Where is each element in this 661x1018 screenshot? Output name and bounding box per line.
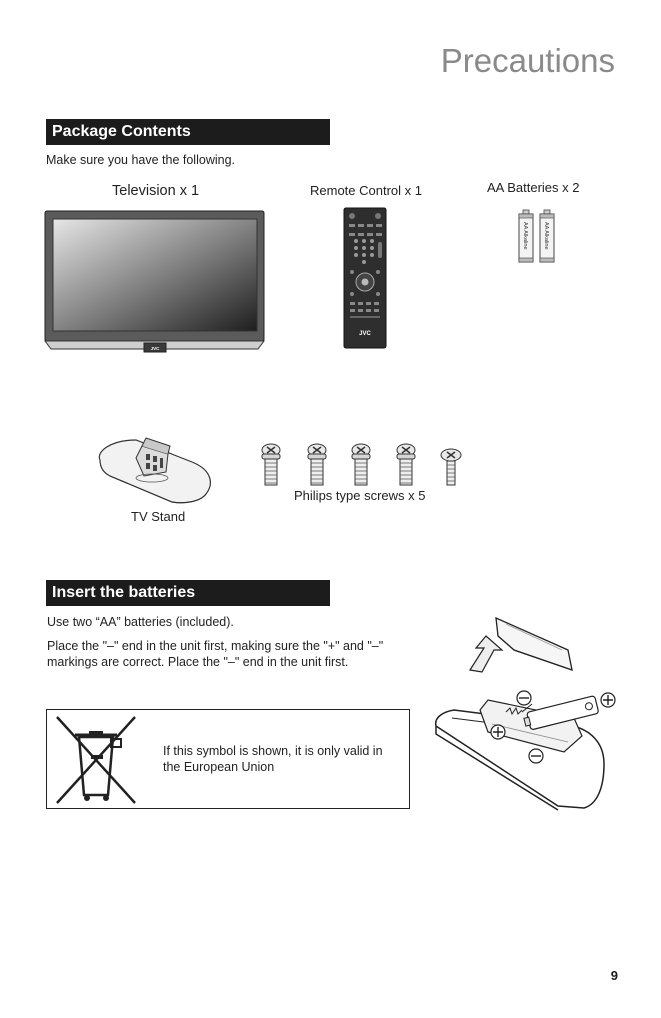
weee-notice-text: If this symbol is shown, it is only vali…	[163, 744, 383, 774]
screws-image	[261, 443, 462, 486]
insert-batteries-line2: Place the "–" end in the unit first, mak…	[47, 639, 384, 669]
screw-5	[440, 448, 462, 486]
crossed-bin-icon	[56, 716, 136, 804]
battery-2-text: AA Alkaline	[543, 222, 549, 250]
package-contents-intro: Make sure you have the following.	[46, 153, 235, 167]
television-image: JVC	[44, 210, 265, 353]
insert-batteries-heading: Insert the batteries	[46, 580, 330, 606]
weee-notice-box: If this symbol is shown, it is only vali…	[46, 709, 410, 809]
remote-control-label: Remote Control x 1	[310, 183, 422, 198]
remote-logo: JVC	[359, 331, 371, 337]
tv-logo: JVC	[151, 346, 161, 351]
battery-insertion-image	[434, 616, 616, 811]
screw-4	[396, 443, 416, 486]
batteries-label: AA Batteries x 2	[487, 180, 580, 195]
package-contents-heading: Package Contents	[46, 119, 330, 145]
television-label: Television x 1	[112, 183, 200, 199]
tv-stand-label: TV Stand	[131, 509, 186, 524]
remote-control-image: JVC	[343, 207, 387, 349]
page-title: Precautions	[440, 42, 615, 79]
insert-batteries-line1: Use two “AA” batteries (included).	[47, 615, 234, 629]
screw-2	[307, 443, 327, 486]
aa-batteries-image: AA Alkaline AA Alkaline	[518, 209, 555, 263]
battery-1-text: AA Alkaline	[522, 222, 528, 250]
page-number: 9	[610, 968, 618, 983]
screw-3	[351, 443, 371, 486]
screw-1	[261, 443, 281, 486]
screws-label: Philips type screws x 5	[294, 488, 426, 503]
tv-stand-image	[98, 437, 211, 504]
